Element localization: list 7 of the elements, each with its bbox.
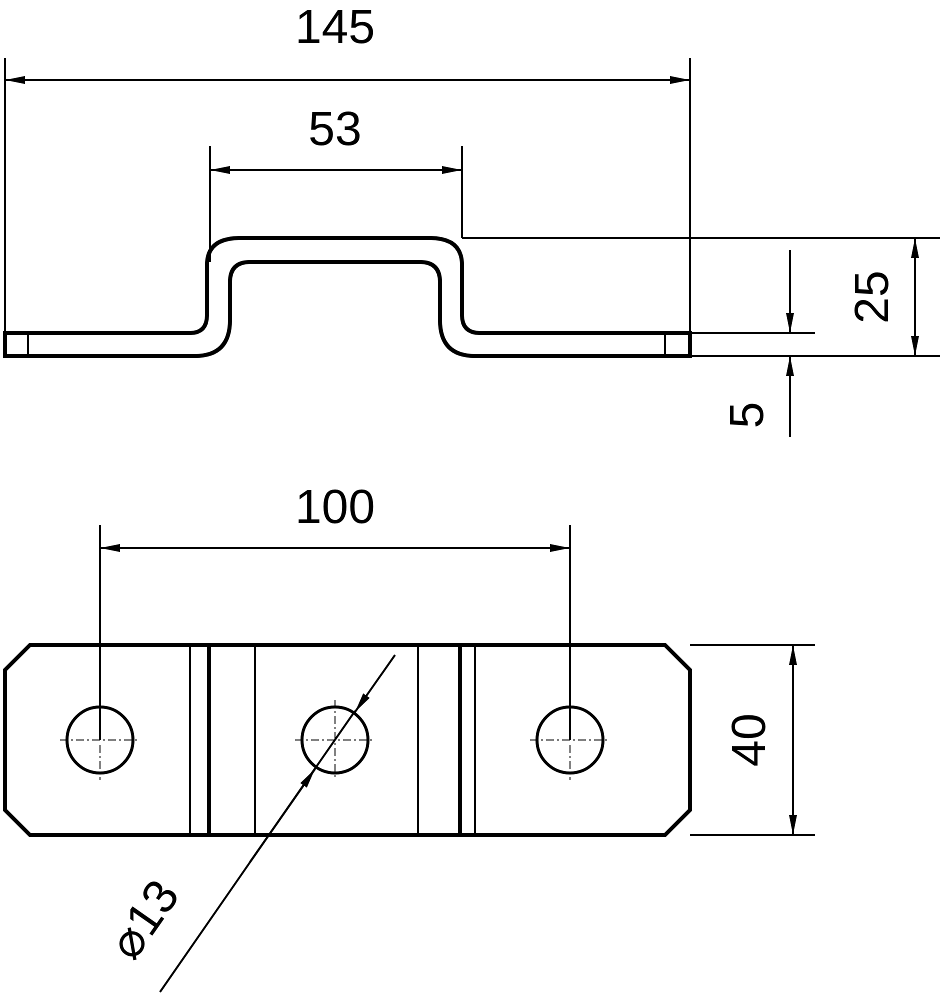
dimension-value: 40 — [726, 713, 774, 767]
dimension-value: 53 — [308, 106, 362, 154]
dimension-value: 5 — [724, 402, 772, 428]
dimension-value: 145 — [294, 4, 376, 52]
dimension-value: 100 — [294, 484, 376, 532]
dimension-value: 25 — [849, 270, 897, 324]
dimension-value: ⌀13 — [102, 872, 188, 968]
